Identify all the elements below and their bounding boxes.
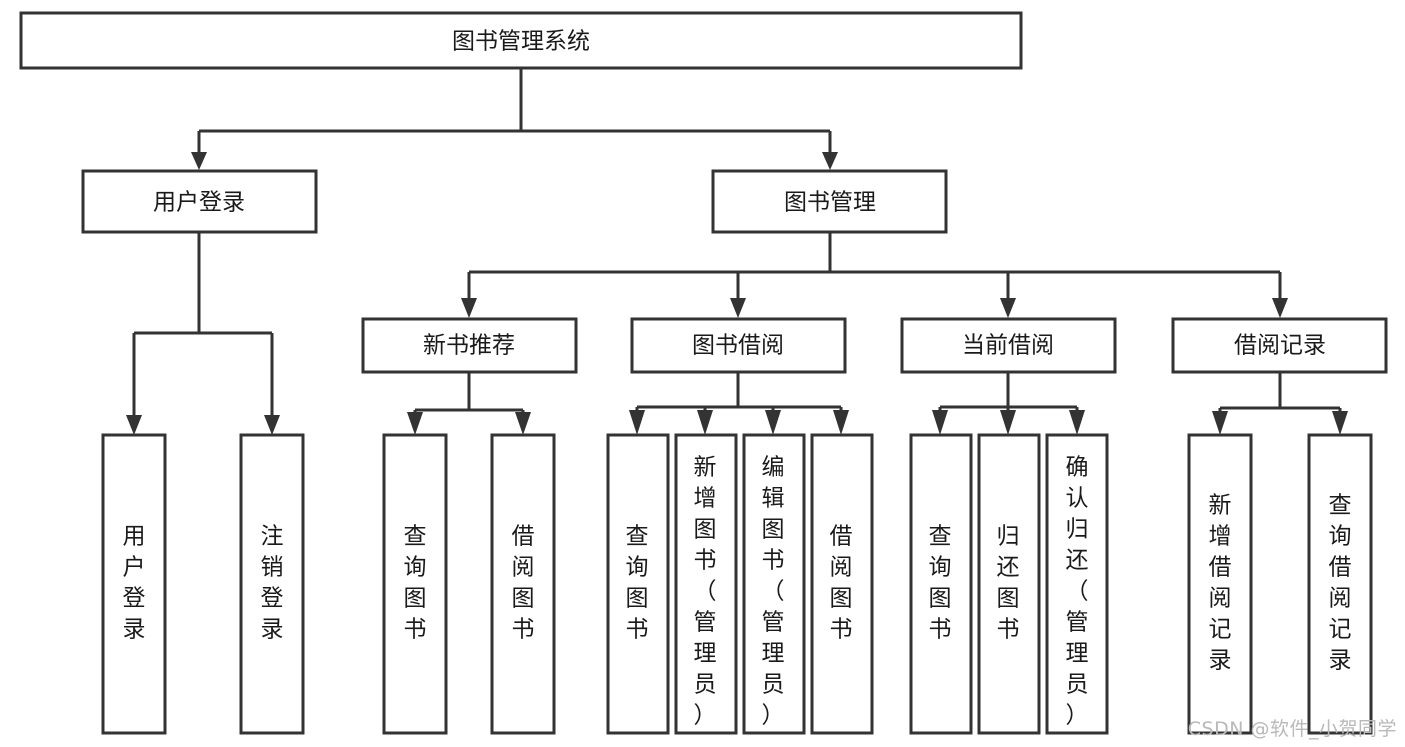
node-leaf-return-book-label: 归还图书	[997, 524, 1020, 643]
node-leaf-query-record[interactable]: 查询借阅记录	[1307, 433, 1373, 735]
node-book-management-box[interactable]	[711, 169, 948, 234]
node-borrow-record[interactable]: 借阅记录	[1171, 317, 1388, 374]
node-book-management[interactable]: 图书管理	[711, 169, 948, 234]
node-leaf-borrow-book-2-label: 借阅图书	[830, 524, 853, 643]
node-leaf-confirm-return-box[interactable]	[1045, 433, 1109, 735]
arrow-head-leaf-query-record	[1332, 411, 1348, 435]
node-leaf-query-book-3-box[interactable]	[909, 433, 973, 735]
node-leaf-add-record[interactable]: 新增借阅记录	[1187, 433, 1253, 735]
arrow-head-leaf-edit-book	[765, 410, 781, 435]
node-leaf-borrow-book-1-box[interactable]	[490, 433, 556, 735]
node-leaf-return-book[interactable]: 归还图书	[977, 433, 1041, 735]
node-leaf-query-book-1-box[interactable]	[382, 433, 448, 735]
node-leaf-user-login[interactable]: 用户登录	[101, 433, 167, 735]
arrow-head-leaf-user-login	[126, 415, 142, 435]
node-leaf-add-record-label: 新增借阅记录	[1209, 493, 1232, 674]
arrow-head-book-borrow	[730, 298, 746, 318]
node-leaf-query-record-label: 查询借阅记录	[1329, 493, 1352, 674]
node-leaf-edit-book[interactable]: 编辑图书（管理员）	[742, 433, 806, 735]
node-leaf-logout-login[interactable]: 注销登录	[239, 433, 305, 735]
node-root-label: 图书管理系统	[452, 29, 590, 55]
node-leaf-query-book-3-label: 查询图书	[929, 524, 952, 643]
node-user-login-label: 用户登录	[153, 190, 245, 216]
node-leaf-query-book-1[interactable]: 查询图书	[382, 433, 448, 735]
node-leaf-user-login-label: 用户登录	[123, 524, 146, 643]
node-leaf-query-book-1-label: 查询图书	[404, 524, 427, 643]
node-book-management-label: 图书管理	[784, 190, 876, 216]
node-leaf-edit-book-box[interactable]	[742, 433, 806, 735]
arrow-head-leaf-borrow-book-1	[515, 412, 531, 435]
node-new-book-recommend-box[interactable]	[361, 317, 578, 374]
node-leaf-borrow-book-2-box[interactable]	[810, 433, 874, 735]
arrow-head-user-login	[191, 152, 207, 170]
node-current-borrow-label: 当前借阅	[962, 333, 1054, 359]
node-leaf-add-book-label: 新增图书（管理员）	[694, 455, 717, 729]
arrow-head-leaf-logout-login	[264, 415, 280, 435]
node-user-login-box[interactable]	[81, 169, 318, 234]
arrow-head-borrow-record	[1272, 298, 1288, 318]
arrow-head-leaf-query-book-1	[407, 412, 423, 435]
arrow-head-leaf-confirm-return	[1069, 410, 1085, 435]
node-leaf-edit-book-label: 编辑图书（管理员）	[762, 455, 785, 729]
node-book-borrow-label: 图书借阅	[692, 333, 784, 359]
arrow-head-leaf-return-book	[1000, 410, 1016, 435]
node-borrow-record-box[interactable]	[1171, 317, 1388, 374]
arrow-head-current-borrow	[1000, 298, 1016, 318]
node-leaf-query-book-2-label: 查询图书	[626, 524, 649, 643]
node-leaf-borrow-book-1-label: 借阅图书	[512, 524, 535, 643]
arrow-head-leaf-borrow-book-2	[833, 410, 849, 435]
node-leaf-query-record-box[interactable]	[1307, 433, 1373, 735]
arrow-head-leaf-add-record	[1212, 411, 1228, 435]
node-new-book-recommend[interactable]: 新书推荐	[361, 317, 578, 374]
node-leaf-borrow-book-1[interactable]: 借阅图书	[490, 433, 556, 735]
arrow-head-new-book-recommend	[461, 298, 477, 318]
arrow-head-leaf-query-book-3	[932, 410, 948, 435]
node-leaf-query-book-2-box[interactable]	[606, 433, 670, 735]
csdn-watermark: CSDN @软件_小贺同学	[1187, 718, 1397, 740]
node-leaf-logout-login-label: 注销登录	[261, 524, 284, 643]
node-leaf-add-record-box[interactable]	[1187, 433, 1253, 735]
node-leaf-query-book-2[interactable]: 查询图书	[606, 433, 670, 735]
node-current-borrow-box[interactable]	[900, 317, 1117, 374]
arrow-head-leaf-add-book	[697, 410, 713, 435]
arrow-head-leaf-query-book-2	[629, 410, 645, 435]
node-leaf-borrow-book-2[interactable]: 借阅图书	[810, 433, 874, 735]
node-book-borrow-box[interactable]	[630, 317, 847, 374]
node-leaf-confirm-return[interactable]: 确认归还（管理员）	[1045, 433, 1109, 735]
node-leaf-logout-login-box[interactable]	[239, 433, 305, 735]
node-new-book-recommend-label: 新书推荐	[423, 333, 515, 359]
arrow-head-book-management	[822, 152, 838, 170]
node-leaf-user-login-box[interactable]	[101, 433, 167, 735]
node-borrow-record-label: 借阅记录	[1234, 333, 1326, 359]
node-leaf-query-book-3[interactable]: 查询图书	[909, 433, 973, 735]
node-root[interactable]: 图书管理系统	[19, 11, 1023, 70]
node-root-box[interactable]	[19, 11, 1023, 70]
node-current-borrow[interactable]: 当前借阅	[900, 317, 1117, 374]
node-leaf-add-book-box[interactable]	[674, 433, 738, 735]
node-leaf-confirm-return-label: 确认归还（管理员）	[1066, 455, 1089, 729]
node-book-borrow[interactable]: 图书借阅	[630, 317, 847, 374]
connector-layer	[126, 68, 1348, 435]
node-leaf-add-book[interactable]: 新增图书（管理员）	[674, 433, 738, 735]
node-user-login[interactable]: 用户登录	[81, 169, 318, 234]
node-leaf-return-book-box[interactable]	[977, 433, 1041, 735]
